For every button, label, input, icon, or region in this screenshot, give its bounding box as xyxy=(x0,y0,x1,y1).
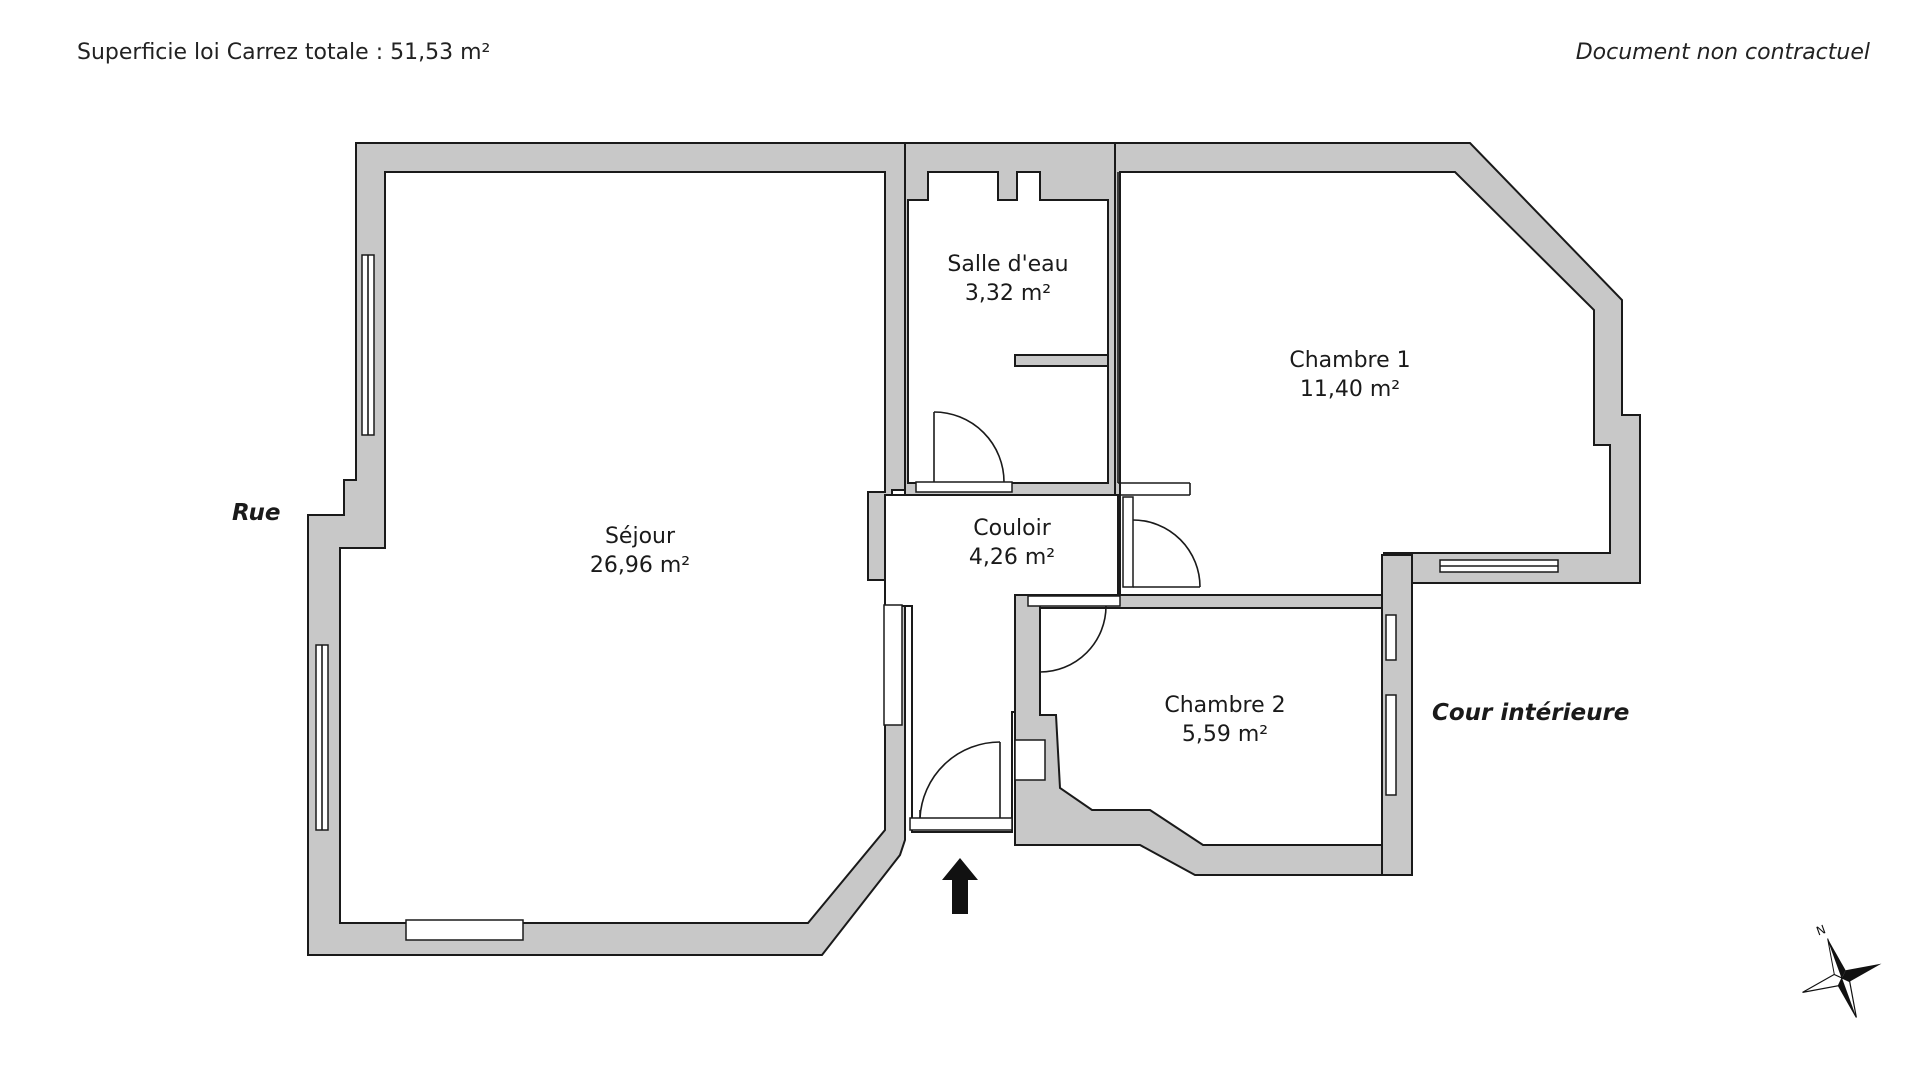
bathroom-partition xyxy=(1014,354,1109,367)
room-area-chambre-1: 11,40 m² xyxy=(1300,377,1400,402)
room-name-salle-deau: Salle d'eau xyxy=(947,252,1068,277)
courtyard-label: Cour intérieure xyxy=(1432,700,1629,726)
corridor-floor xyxy=(884,494,1119,833)
room-area-chambre-2: 5,59 m² xyxy=(1182,722,1268,747)
room-name-chambre-2: Chambre 2 xyxy=(1164,693,1285,718)
room-area-salle-deau: 3,32 m² xyxy=(965,281,1051,306)
total-area-label: Superficie loi Carrez totale : 51,53 m² xyxy=(77,40,491,65)
room-name-chambre-1: Chambre 1 xyxy=(1289,348,1410,373)
room-labels: Séjour 26,96 m² Salle d'eau 3,32 m² Cham… xyxy=(590,252,1411,747)
compass-north-label: N xyxy=(1814,922,1827,938)
partitions xyxy=(884,172,1191,781)
room-area-couloir: 4,26 m² xyxy=(969,545,1055,570)
walls xyxy=(307,142,1641,956)
windows xyxy=(315,254,1559,941)
compass-rose-icon: N xyxy=(1802,922,1882,1018)
entrance-arrow-icon xyxy=(942,858,978,914)
room-name-sejour: Séjour xyxy=(605,524,676,549)
street-label: Rue xyxy=(232,500,280,526)
bathroom-floor xyxy=(907,171,1109,484)
disclaimer-label: Document non contractuel xyxy=(1575,40,1870,65)
doors xyxy=(909,411,1201,831)
room-area-sejour: 26,96 m² xyxy=(590,553,690,578)
room-name-couloir: Couloir xyxy=(973,516,1051,541)
